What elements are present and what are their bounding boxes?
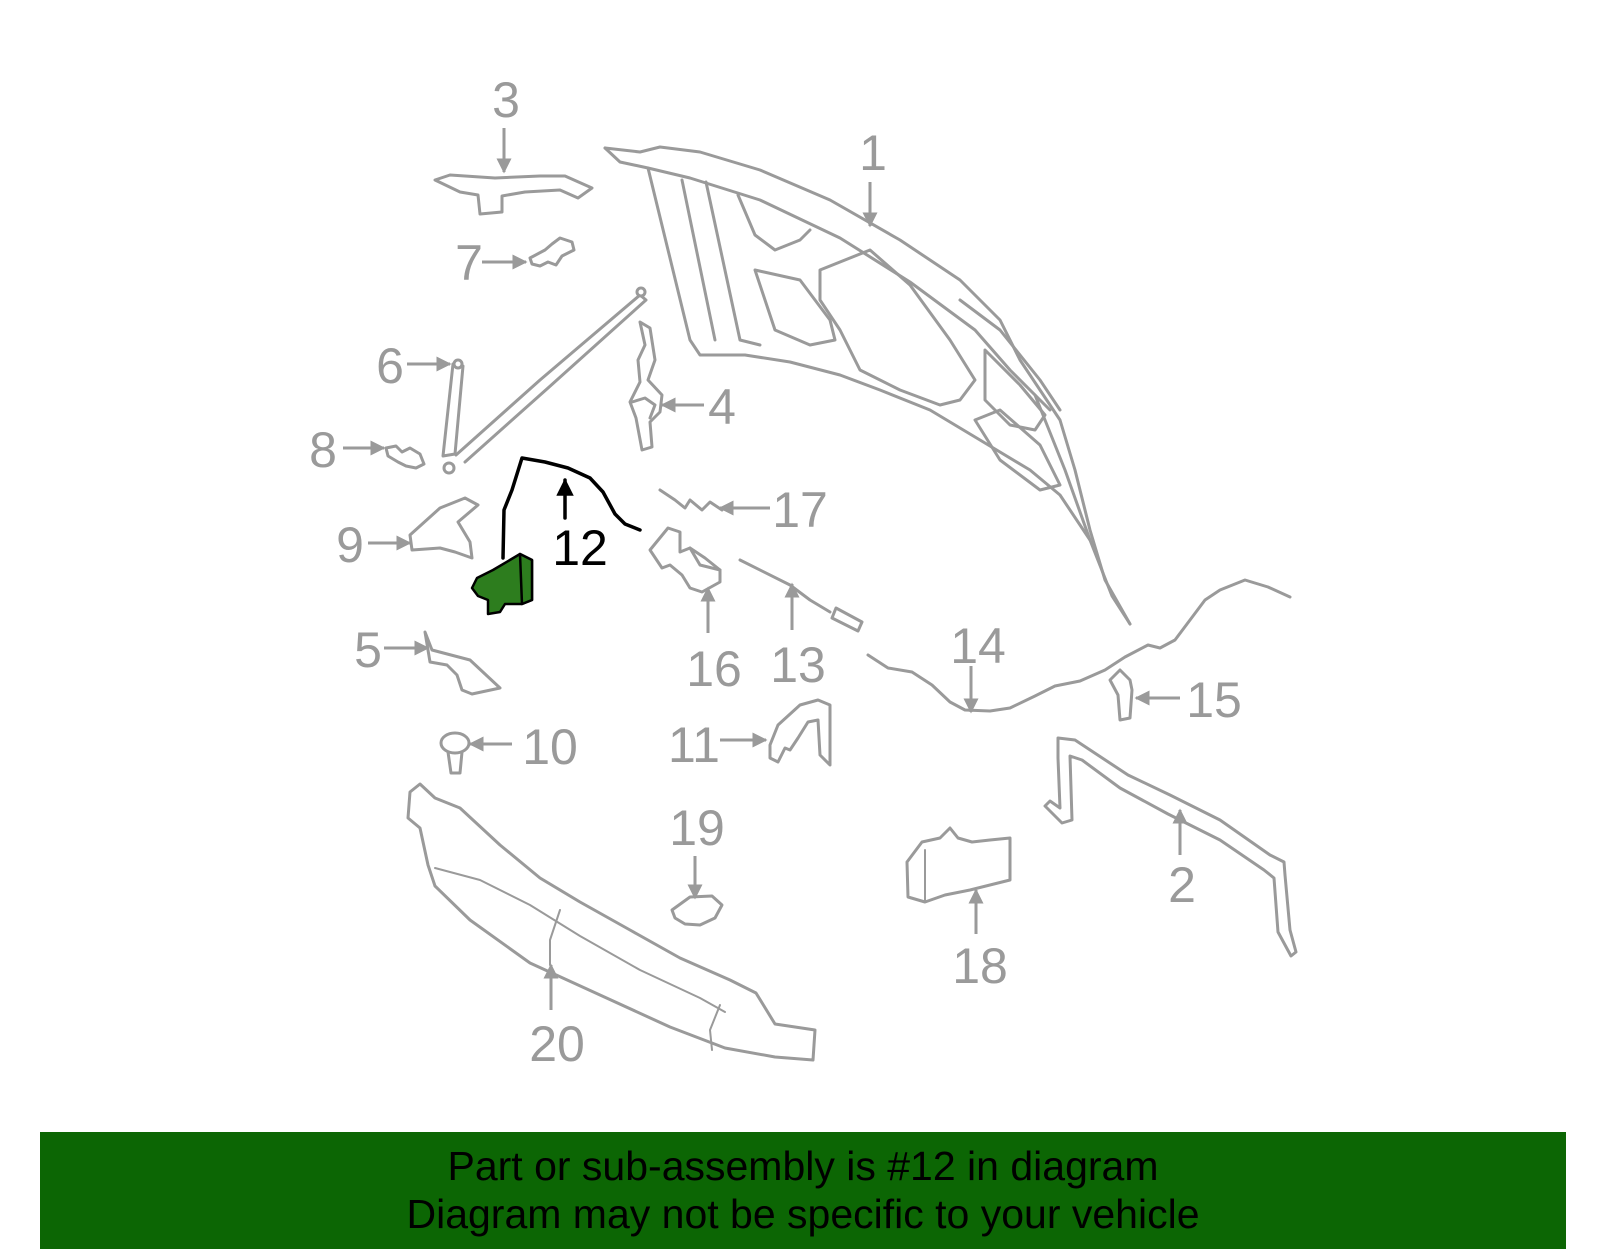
footer-banner: Part or sub-assembly is #12 in diagram D… [40,1132,1566,1249]
callout-15: 15 [1186,672,1242,728]
part-9-bracket[interactable] [408,496,480,560]
callout-16: 16 [686,641,742,697]
callout-18: 18 [952,938,1008,994]
part-19-plug[interactable] [670,894,724,927]
callout-20: 20 [529,1016,585,1072]
part-15-clip[interactable] [1108,668,1134,722]
part-17-spring[interactable] [658,488,724,512]
part-20-front-panel[interactable] [406,782,817,1062]
part-12-highlighted-latch[interactable] [470,456,642,616]
footer-part-notice: Part or sub-assembly is #12 in diagram [447,1143,1159,1189]
callout-labels: 3 1 7 6 4 8 17 12 9 5 16 13 14 15 10 11 … [309,72,1242,1072]
callout-10: 10 [522,719,578,775]
part-2-support[interactable] [1043,736,1298,958]
part-13-cable[interactable] [738,558,864,633]
callout-7: 7 [455,235,483,291]
part-14-cable[interactable] [866,578,1292,713]
part-3-bracket[interactable] [433,173,594,216]
part-16-latch[interactable] [648,526,722,594]
part-5-bracket[interactable] [423,630,502,696]
leader-arrows [343,128,1188,1010]
part-11-bracket[interactable] [768,698,832,767]
callout-13: 13 [770,637,826,693]
callout-17: 17 [772,482,828,538]
callout-6: 6 [376,338,404,394]
part-7-clip[interactable] [528,236,576,268]
callout-3: 3 [492,72,520,128]
callout-1: 1 [859,125,887,181]
callout-12: 12 [552,520,608,576]
callout-14: 14 [950,618,1006,674]
callout-2: 2 [1168,857,1196,913]
callout-8: 8 [309,422,337,478]
footer-disclaimer: Diagram may not be specific to your vehi… [406,1191,1200,1237]
callout-5: 5 [354,622,382,678]
part-18-deflector[interactable] [905,826,1012,904]
callout-19: 19 [669,800,725,856]
callout-9: 9 [336,517,364,573]
part-6-lift-support[interactable] [441,286,648,475]
callout-4: 4 [708,379,736,435]
part-4-hinge[interactable] [628,320,664,452]
part-1-hood[interactable] [603,145,1132,626]
part-10-bumper-stop[interactable] [439,731,471,775]
callout-11: 11 [668,717,720,773]
part-8-clip[interactable] [384,444,426,470]
